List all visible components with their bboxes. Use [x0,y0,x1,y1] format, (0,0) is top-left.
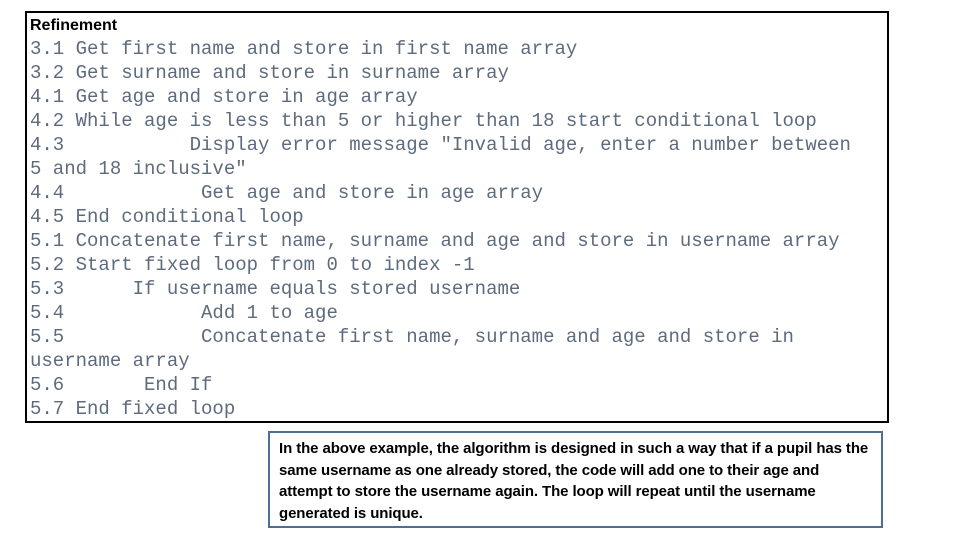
pseudocode-line: 5.2 Start fixed loop from 0 to index -1 [30,254,475,276]
refinement-pseudocode-box: Refinement 3.1 Get first name and store … [25,11,889,423]
pseudocode-line: username array [30,350,190,372]
pseudocode-line: 5.5 Concatenate first name, surname and … [30,326,794,348]
pseudocode-line: 5.3 If username equals stored username [30,278,521,300]
pseudocode-line: 4.1 Get age and store in age array [30,86,418,108]
pseudocode-line: 3.2 Get surname and store in surname arr… [30,62,509,84]
pseudocode-line: 5.7 End fixed loop [30,398,236,420]
refinement-title: Refinement [30,17,118,34]
explanation-note-text: In the above example, the algorithm is d… [279,440,869,522]
pseudocode-line: 4.4 Get age and store in age array [30,182,544,204]
explanation-note-box: In the above example, the algorithm is d… [268,431,883,528]
pseudocode-line: 5 and 18 inclusive" [30,158,247,180]
pseudocode-line: 5.1 Concatenate first name, surname and … [30,230,840,252]
pseudocode-line: 5.4 Add 1 to age [30,302,338,324]
pseudocode-line: 4.2 While age is less than 5 or higher t… [30,110,817,132]
pseudocode-line: 4.5 End conditional loop [30,206,304,228]
pseudocode-lines: 3.1 Get first name and store in first na… [30,37,885,421]
pseudocode-line: 3.1 Get first name and store in first na… [30,38,578,60]
pseudocode-line: 5.6 End If [30,374,213,396]
pseudocode-line: 4.3 Display error message "Invalid age, … [30,134,851,156]
